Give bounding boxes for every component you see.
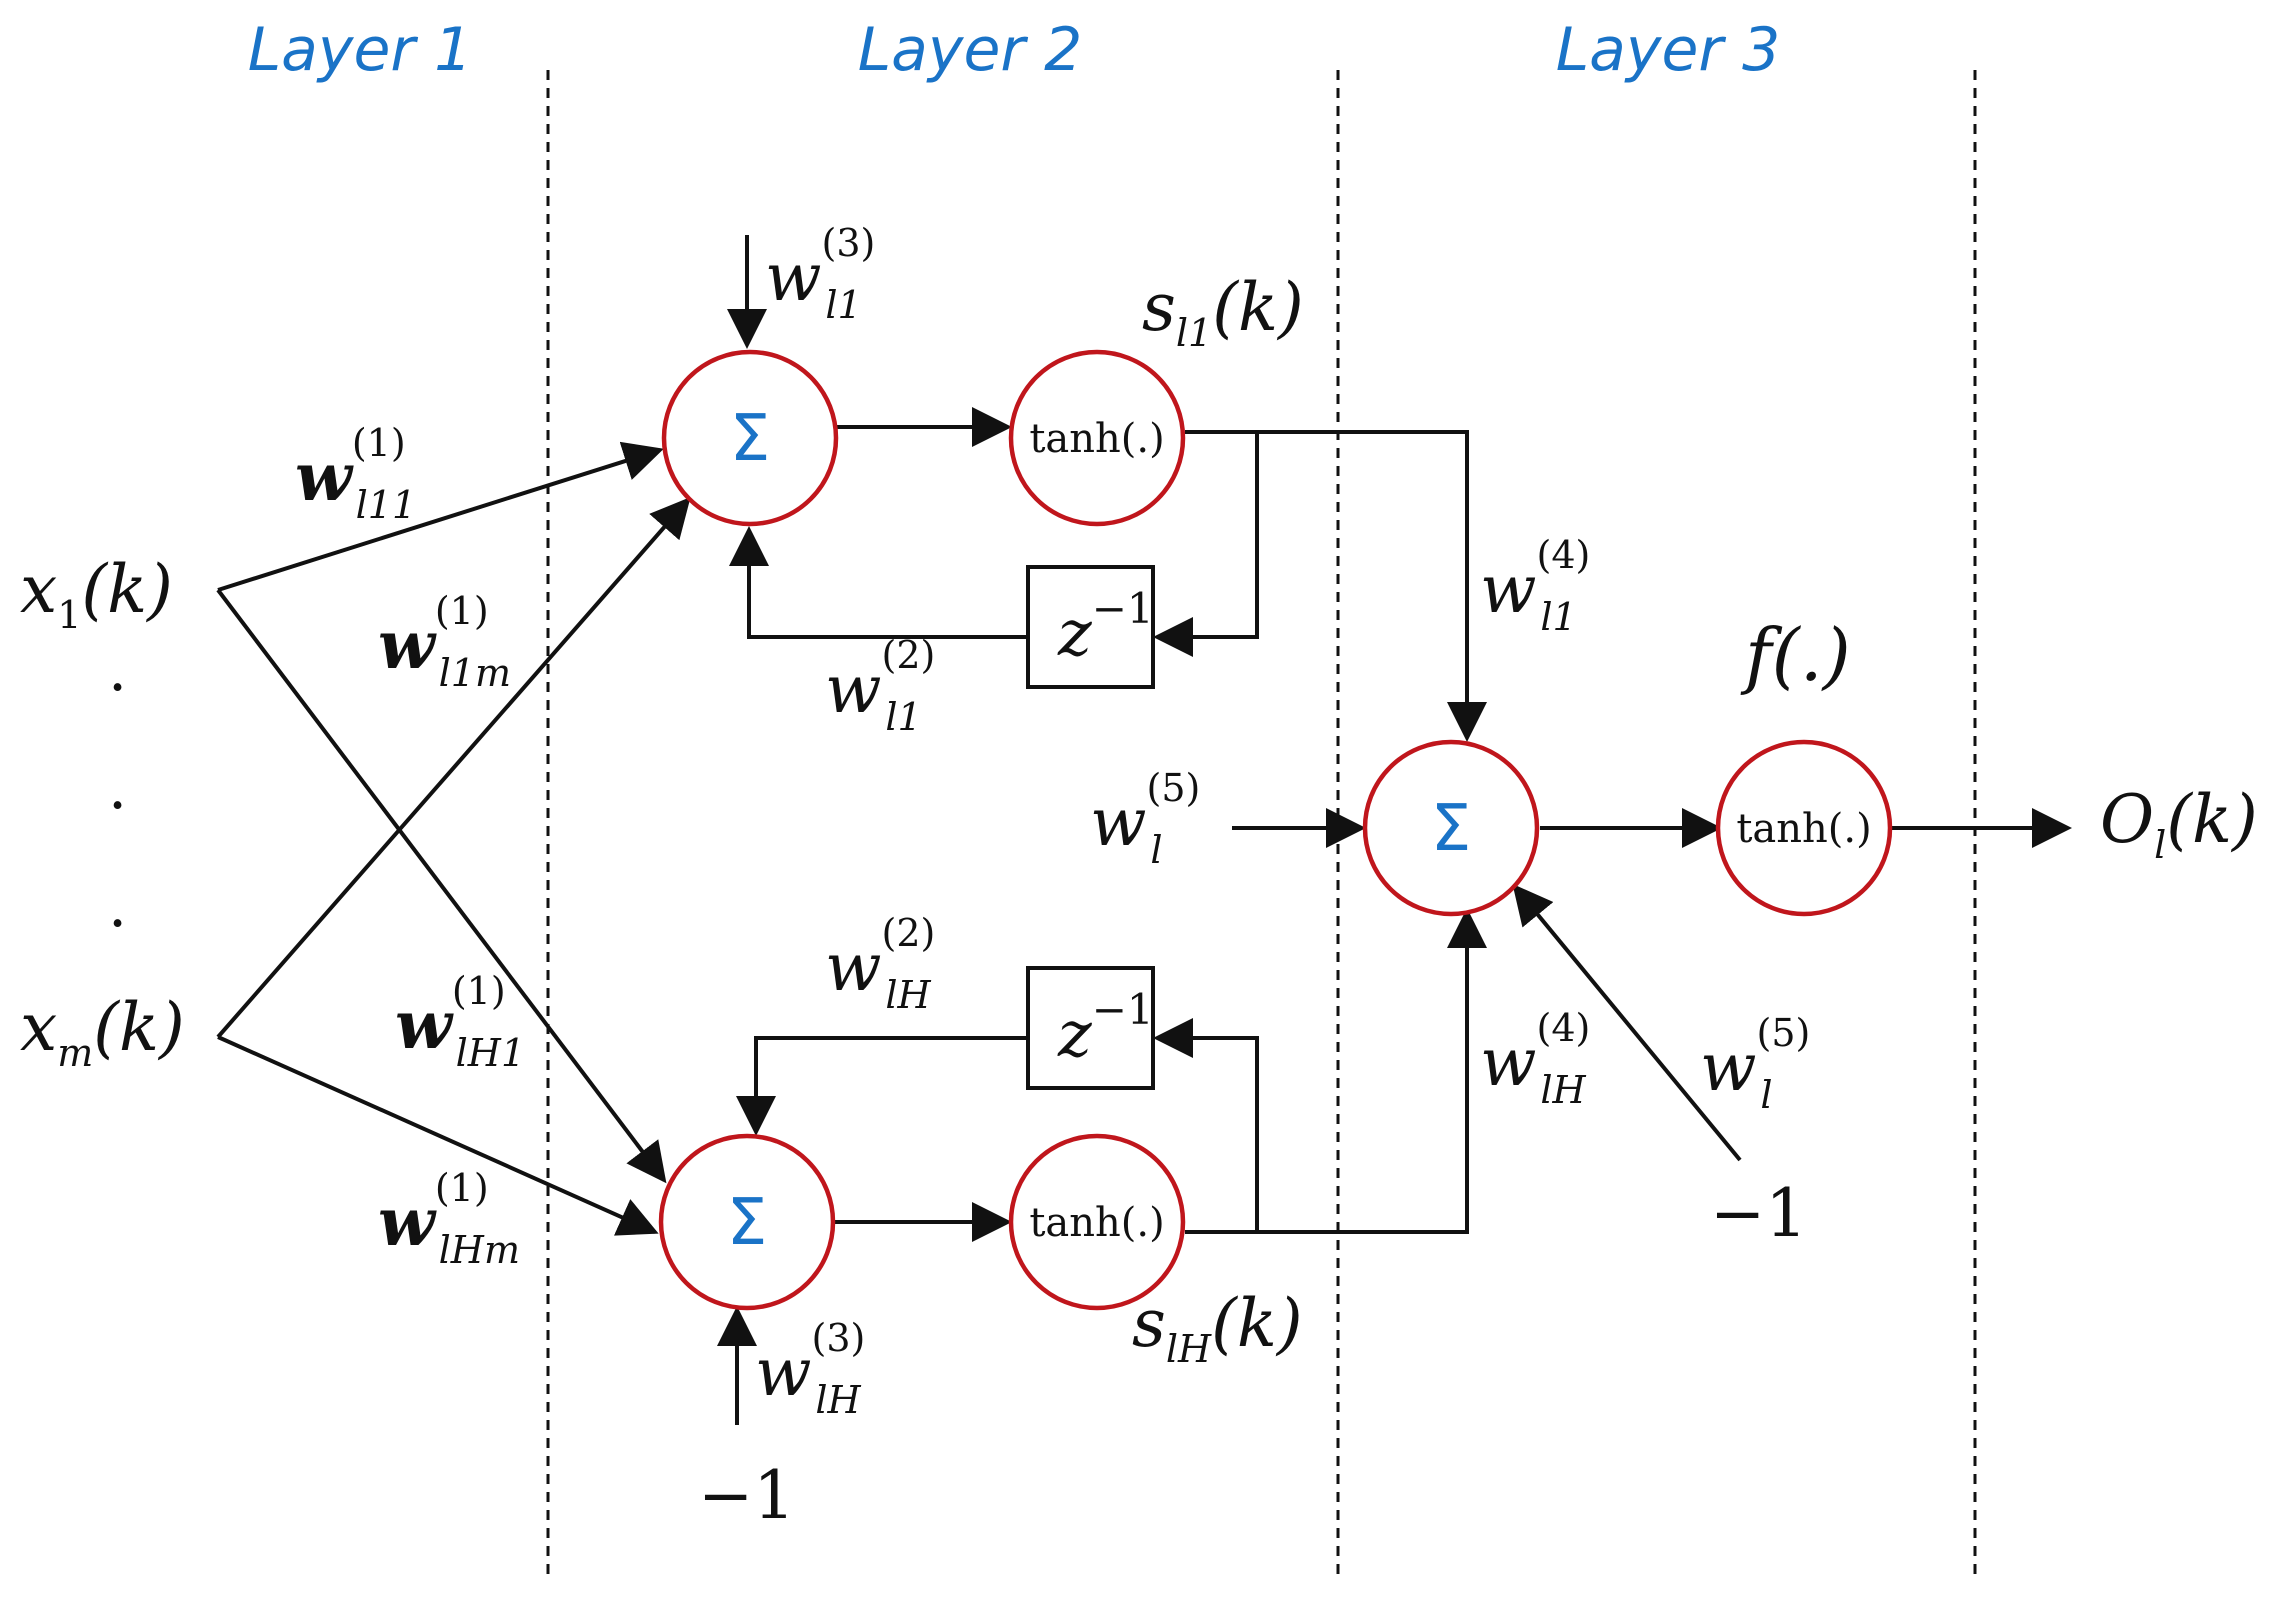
edge-tanh-top-to-output-sum <box>1257 430 1487 742</box>
weight-w-l-5-input: w(5)l <box>1090 766 1200 872</box>
signal-s-l1: sl1(k) <box>1142 269 1304 355</box>
delay-box-top: z−1 <box>1026 565 1155 689</box>
edge-delay-top-to-sum <box>729 526 1028 639</box>
weight-w-lH-4: w(4)lH <box>1480 1006 1590 1112</box>
input-ellipsis-dot-2: . <box>108 753 127 823</box>
input-ellipsis-dot-1: . <box>108 635 127 705</box>
layer-2-title: Layer 2 <box>858 15 1083 85</box>
signal-s-lH: slH(k) <box>1132 1285 1303 1371</box>
svg-text:Σ: Σ <box>730 402 770 476</box>
edge-delay-bottom-to-sum <box>736 1036 1028 1136</box>
svg-text:Σ: Σ <box>727 1186 767 1260</box>
edge-tanh-top-to-delay <box>1153 430 1259 657</box>
weight-w-l1m-1: w(1)l1m <box>378 589 511 695</box>
bias-output-label: −1 <box>1710 1175 1807 1252</box>
weight-w-l1-3: w(3)l1 <box>765 221 875 327</box>
input-x1-label: x1(k) <box>20 551 173 637</box>
weight-w-l-5-bias: w(5)l <box>1700 1011 1810 1117</box>
input-xm-label: xm(k) <box>20 989 185 1075</box>
layer-3-title: Layer 3 <box>1556 15 1781 85</box>
edge-x1-to-sum-bottom <box>216 588 667 1184</box>
tanh-node-output: tanh(.) <box>1715 739 1893 917</box>
tanh-node-bottom: tanh(.) <box>1008 1133 1186 1311</box>
sum-node-top: Σ <box>661 349 839 527</box>
output-function-label: f(.) <box>1740 613 1851 697</box>
svg-text:z−1: z−1 <box>1057 985 1154 1072</box>
input-ellipsis-dot-3: . <box>108 871 127 941</box>
edge-tanh-bottom-to-output-sum <box>1257 908 1487 1234</box>
weight-w-l1-2: w(2)l1 <box>825 633 935 739</box>
delay-box-bottom: z−1 <box>1026 966 1155 1090</box>
weight-w-l11-1: w(1)l11 <box>295 421 416 527</box>
svg-text:Σ: Σ <box>1431 792 1471 866</box>
sum-node-output: Σ <box>1362 739 1540 917</box>
weight-w-lHm-1: w(1)lHm <box>378 1166 520 1272</box>
svg-text:tanh(.): tanh(.) <box>1736 806 1871 852</box>
edge-bias-output-to-sum <box>1512 883 1742 1162</box>
weight-w-l1-4: w(4)l1 <box>1480 533 1590 639</box>
weight-w-lH1-1: w(1)lH1 <box>395 969 525 1075</box>
layer-1-title: Layer 1 <box>248 15 473 85</box>
edge-xm-to-sum-bottom <box>217 1035 659 1236</box>
weight-w-lH-2: w(2)lH <box>825 911 935 1017</box>
svg-text:tanh(.): tanh(.) <box>1029 1200 1164 1246</box>
weight-w-lH-3: w(3)lH <box>755 1316 865 1422</box>
svg-text:z−1: z−1 <box>1057 584 1154 671</box>
output-label: Ol(k) <box>2100 781 2258 867</box>
tanh-node-top: tanh(.) <box>1008 349 1186 527</box>
edge-tanh-bottom-to-delay <box>1153 1018 1259 1234</box>
svg-text:tanh(.): tanh(.) <box>1029 416 1164 462</box>
edge-x1-to-sum-top <box>217 441 664 592</box>
sum-node-bottom: Σ <box>658 1133 836 1311</box>
edge-xm-to-sum-top <box>216 496 691 1039</box>
bias-hidden-label: −1 <box>698 1457 795 1534</box>
